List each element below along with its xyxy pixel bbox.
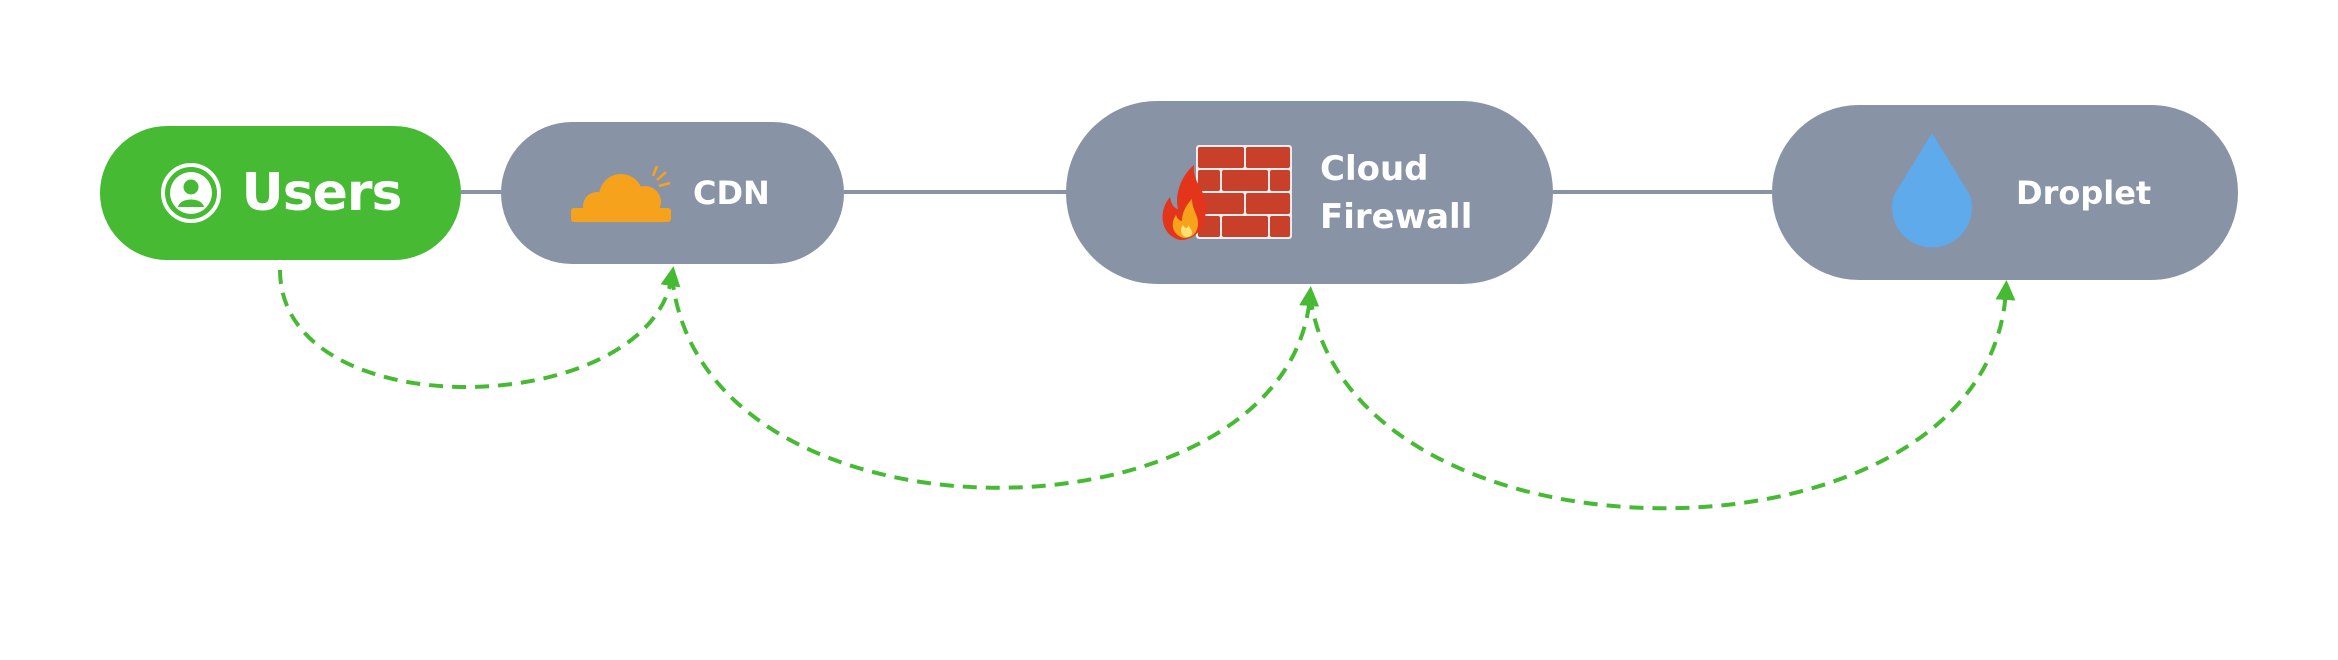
cdn-node: CDN [501,122,844,264]
flow-arrow-cdn-firewall [670,275,1320,490]
droplet-label: Droplet [2016,173,2152,212]
flow-arrow-users-cdn [278,266,681,389]
cloud-firewall-label-line2: Firewall [1320,196,1473,237]
cloudflare-cloud-icon [571,165,671,222]
droplet-node: Droplet [1772,105,2238,280]
flaming-brick-wall-icon [1162,145,1292,240]
user-circle-icon [161,163,222,223]
users-node: Users [100,126,461,260]
cloud-firewall-label-line1: Cloud [1320,148,1429,189]
flow-arrow-firewall-droplet [1308,280,2016,511]
water-drop-icon [1892,133,1972,248]
cloud-firewall-node: Cloud Firewall [1066,101,1553,284]
cdn-label: CDN [693,174,770,212]
cloud-firewall-label: Cloud Firewall [1320,145,1472,241]
users-label: Users [241,163,402,223]
